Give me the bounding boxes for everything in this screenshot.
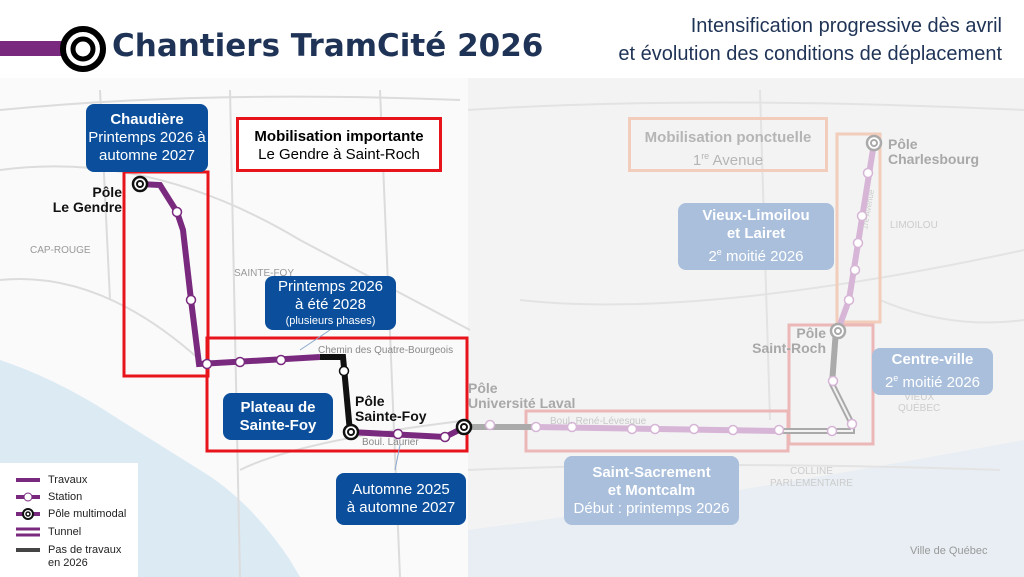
page-title: Chantiers TramCité 2026 [112,28,544,64]
pole-universite-icon [455,418,473,436]
pole-charlesbourg-icon [865,134,883,152]
page-subtitle: Intensification progressive dès avril et … [618,12,1002,68]
city-label: Ville de Québec [910,545,988,557]
pole-le-gendre-icon [131,175,149,193]
subtitle-line: et évolution des conditions de déplaceme… [618,43,1002,65]
legend: Travaux Station Pôle multimodal Tunnel P… [0,463,138,577]
header-bar [0,41,64,56]
legend-label: Tunnel [48,526,82,538]
district-label: SAINTE-FOY [234,268,295,279]
travaux-line-chaudiere [139,181,321,368]
map [0,78,1024,577]
district-label: LIMOILOU [890,220,938,231]
no-work-line [320,354,353,433]
road-label: Chemin des Quatre-Bourgeois [318,345,454,356]
pole-multimodal-icon [22,508,34,520]
legend-label: Travaux [48,474,88,486]
tram-logo-icon [60,26,106,72]
legend-label: Pas de travaux [48,544,122,556]
subtitle-line: Intensification progressive dès avril [690,15,1002,37]
road-label: Boul. René-Lévesque [550,416,647,427]
legend-label: Station [48,491,83,503]
pole-sainte-foy-icon [342,423,360,441]
legend-label: en 2026 [48,557,88,569]
pole-saint-roch-icon [829,322,847,340]
district-label: CAP-ROUGE [30,245,91,256]
station-icon [23,492,33,502]
road-label: Boul. Laurier [362,437,419,448]
legend-label: Pôle multimodal [48,508,127,520]
